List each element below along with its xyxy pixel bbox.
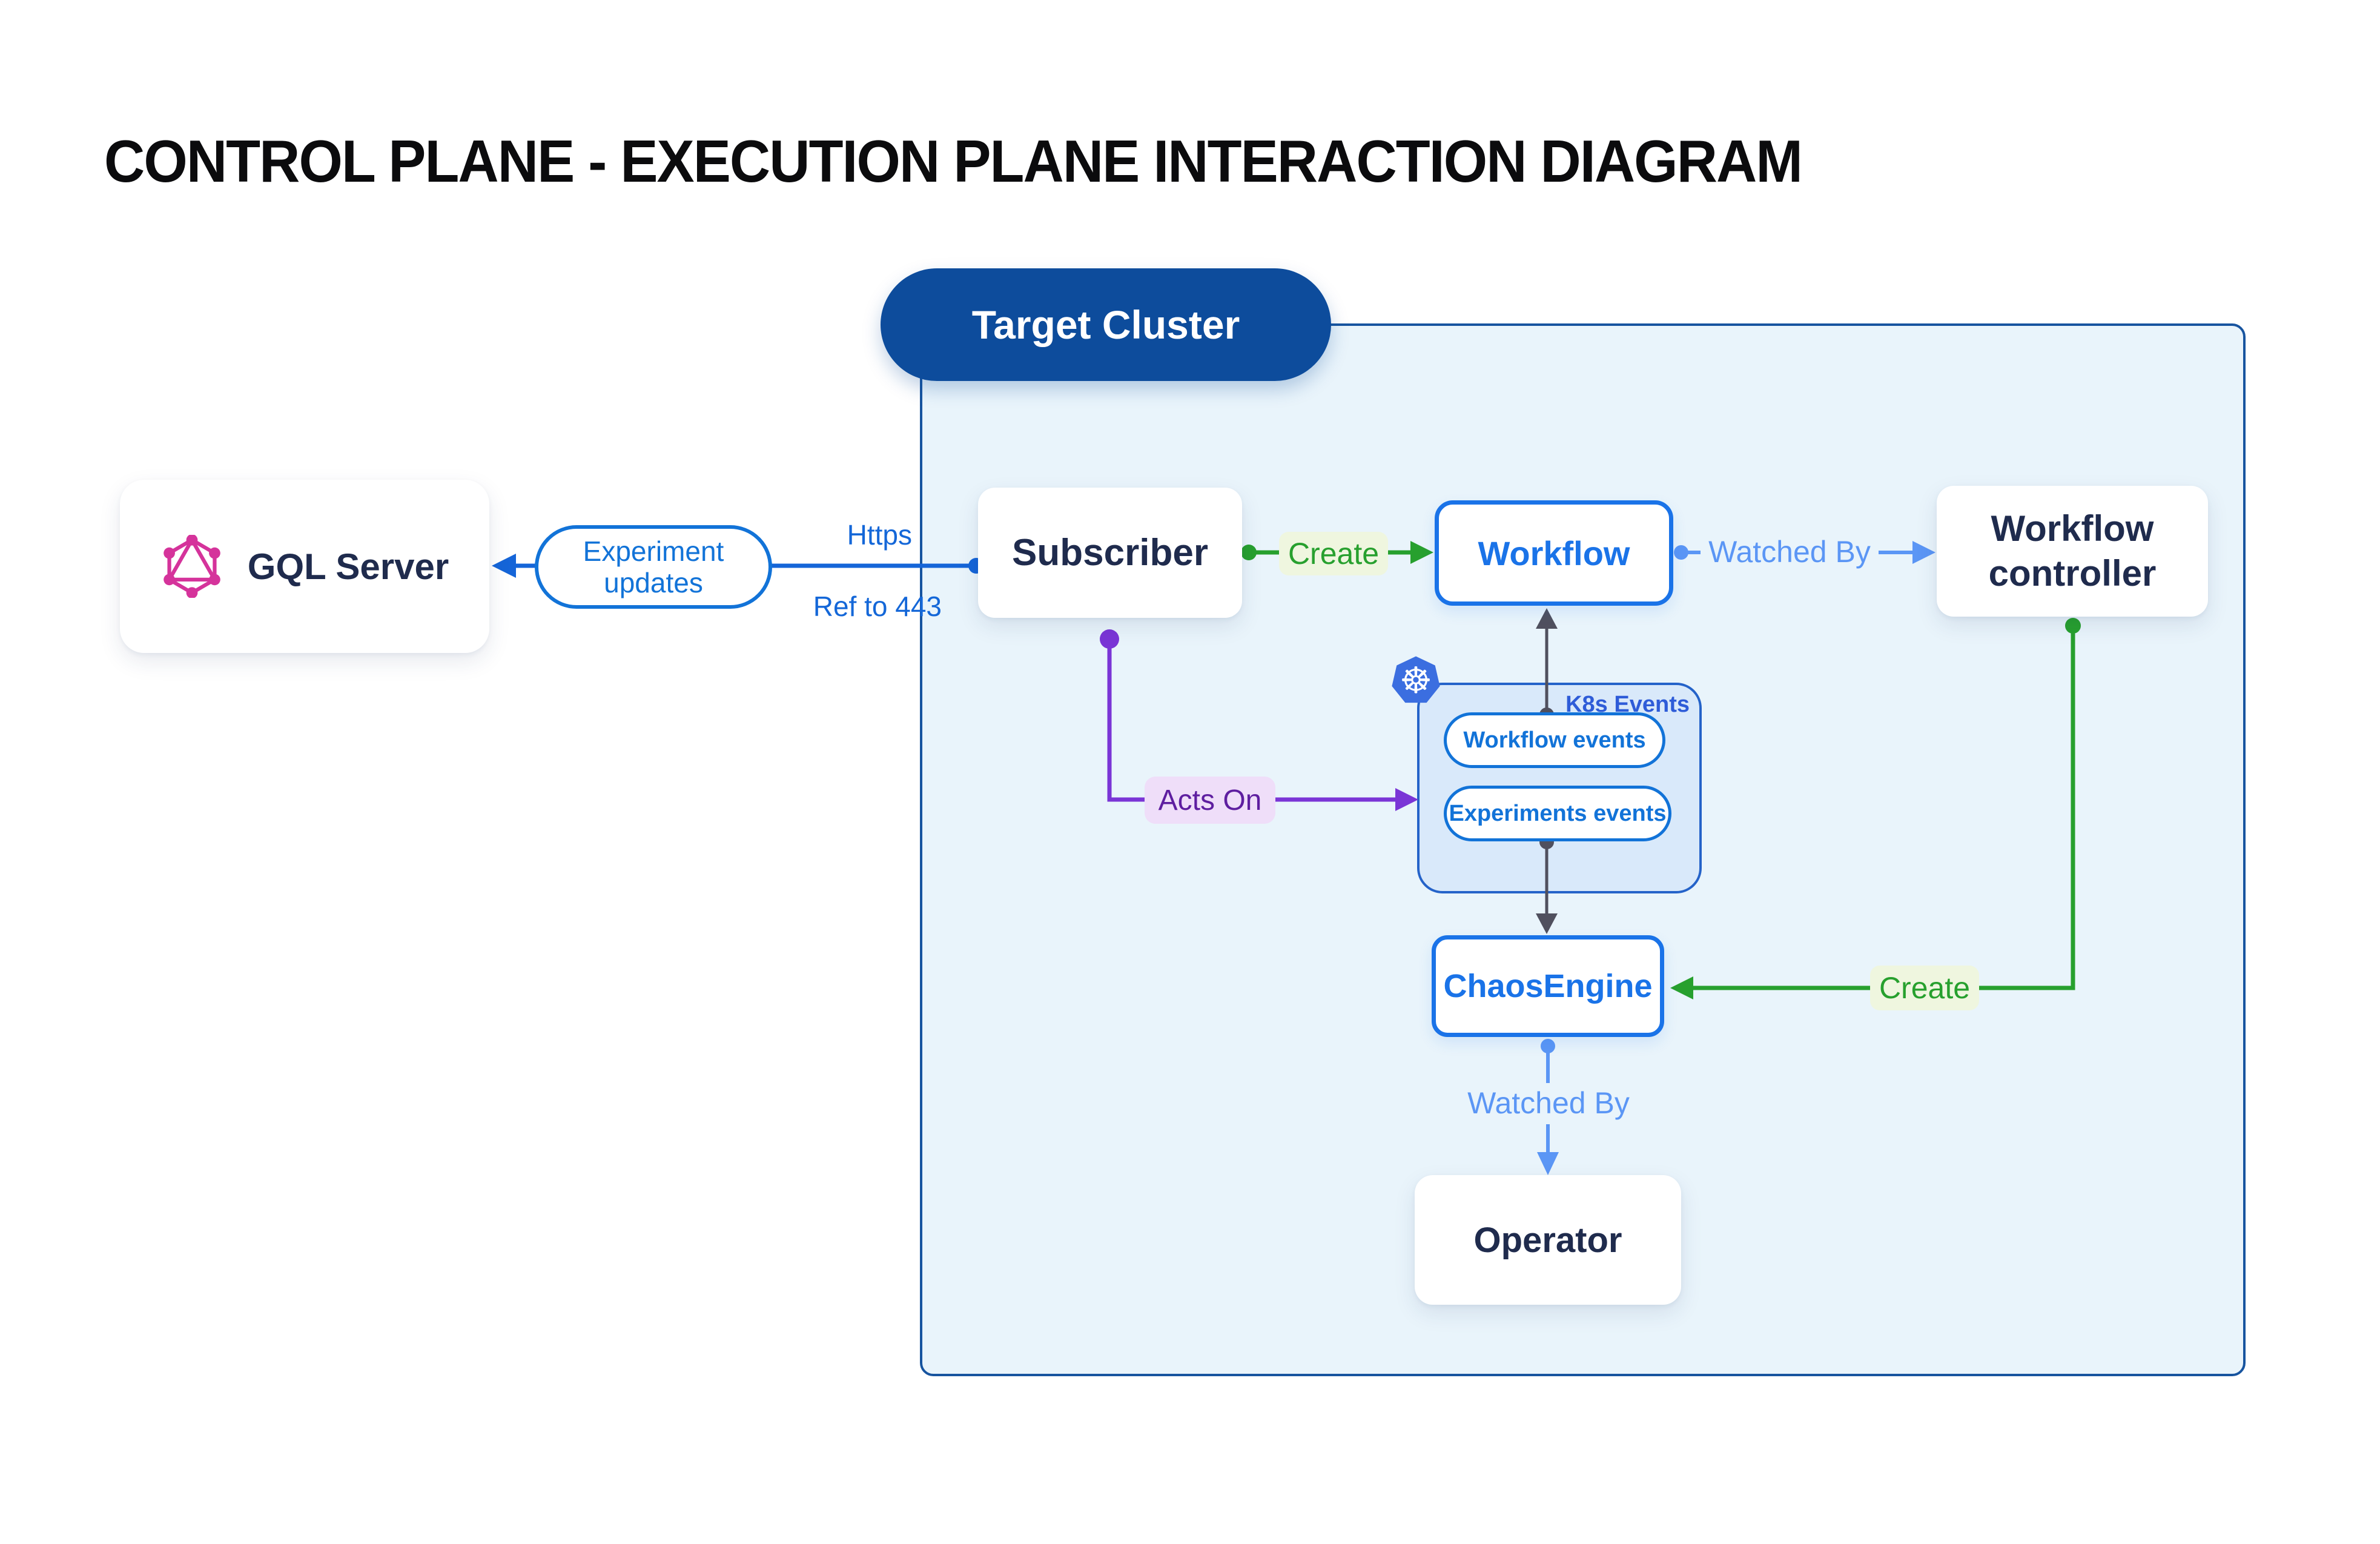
https-label: Https — [847, 519, 912, 551]
gql-server-node: GQL Server — [120, 480, 489, 653]
workflow-controller-node: Workflow controller — [1937, 486, 2208, 617]
subscriber-node: Subscriber — [978, 488, 1242, 618]
kubernetes-icon: ☸ — [1392, 656, 1440, 703]
watched-by-operator-label: Watched By — [1467, 1086, 1630, 1120]
workflow-events-pill: Workflow events — [1444, 712, 1665, 768]
watched-by-controller-label: Watched By — [1708, 535, 1871, 569]
target-cluster-label: Target Cluster — [971, 302, 1240, 347]
page-title: CONTROL PLANE - EXECUTION PLANE INTERACT… — [104, 128, 1803, 194]
acts-on-label: Acts On — [1145, 777, 1275, 824]
workflow-node: Workflow — [1435, 500, 1673, 606]
create-chaosengine-label: Create — [1870, 966, 1979, 1010]
target-cluster-label-pill: Target Cluster — [881, 268, 1331, 381]
create-workflow-label: Create — [1279, 532, 1388, 575]
gql-server-label: GQL Server — [247, 546, 449, 587]
operator-node: Operator — [1415, 1175, 1681, 1305]
experiment-updates-badge: Experiment updates — [535, 525, 772, 609]
ref-to-443-label: Ref to 443 — [813, 591, 942, 622]
chaos-engine-node: ChaosEngine — [1432, 935, 1664, 1037]
graphql-icon — [163, 535, 220, 598]
experiments-events-pill: Experiments events — [1444, 786, 1671, 841]
